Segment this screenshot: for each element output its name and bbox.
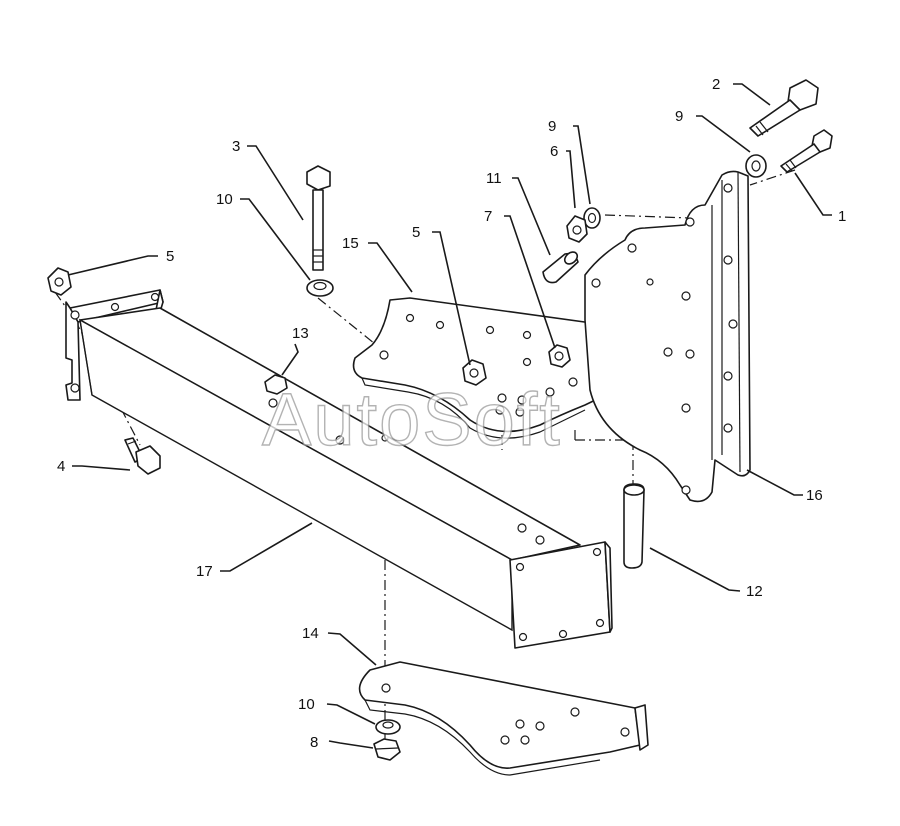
upper-bracket-15 bbox=[352, 297, 642, 439]
callout-labels: 1 2 3 4 5 5 6 7 8 9 9 10 10 11 12 13 14 … bbox=[57, 76, 846, 751]
callout-9-left: 9 bbox=[548, 118, 556, 135]
callout-17: 17 bbox=[196, 563, 213, 580]
nut-6 bbox=[566, 215, 588, 243]
lower-bracket-14 bbox=[358, 661, 649, 776]
watermark-text: AutoSoft bbox=[262, 378, 562, 461]
washer-9-left bbox=[583, 207, 601, 229]
sleeve-11 bbox=[542, 251, 579, 284]
callout-10-upper: 10 bbox=[216, 191, 233, 208]
bolt-4 bbox=[124, 437, 161, 475]
callout-11: 11 bbox=[486, 170, 502, 187]
callout-15: 15 bbox=[342, 235, 359, 252]
sleeve-12 bbox=[623, 483, 645, 569]
callout-16: 16 bbox=[806, 487, 823, 504]
callout-1: 1 bbox=[838, 208, 846, 225]
nut-5-center bbox=[462, 359, 487, 386]
bolt-2 bbox=[749, 79, 819, 137]
bolt-3 bbox=[306, 165, 331, 271]
main-beam-17 bbox=[65, 289, 613, 649]
callout-12: 12 bbox=[746, 583, 763, 600]
callout-5-center: 5 bbox=[412, 224, 420, 241]
callout-9-right: 9 bbox=[675, 108, 683, 125]
bolt-1 bbox=[780, 129, 833, 173]
leader-lines bbox=[67, 83, 832, 749]
callout-5-left: 5 bbox=[166, 248, 174, 265]
callout-13: 13 bbox=[292, 325, 309, 342]
nut-13 bbox=[264, 374, 288, 395]
callout-10-lower: 10 bbox=[298, 696, 315, 713]
washer-10-lower bbox=[375, 719, 401, 735]
callout-6: 6 bbox=[550, 143, 558, 160]
nut-5-left bbox=[47, 267, 72, 296]
callout-7: 7 bbox=[484, 208, 492, 225]
nut-8 bbox=[373, 738, 401, 761]
washer-10-upper bbox=[306, 279, 334, 297]
callout-3: 3 bbox=[232, 138, 240, 155]
vertical-plate-16 bbox=[584, 170, 751, 503]
nut-7 bbox=[548, 344, 571, 368]
callout-4: 4 bbox=[57, 458, 65, 475]
callout-8: 8 bbox=[310, 734, 318, 751]
washer-9-right bbox=[745, 154, 767, 178]
callout-2: 2 bbox=[712, 76, 720, 93]
callout-14: 14 bbox=[302, 625, 319, 642]
